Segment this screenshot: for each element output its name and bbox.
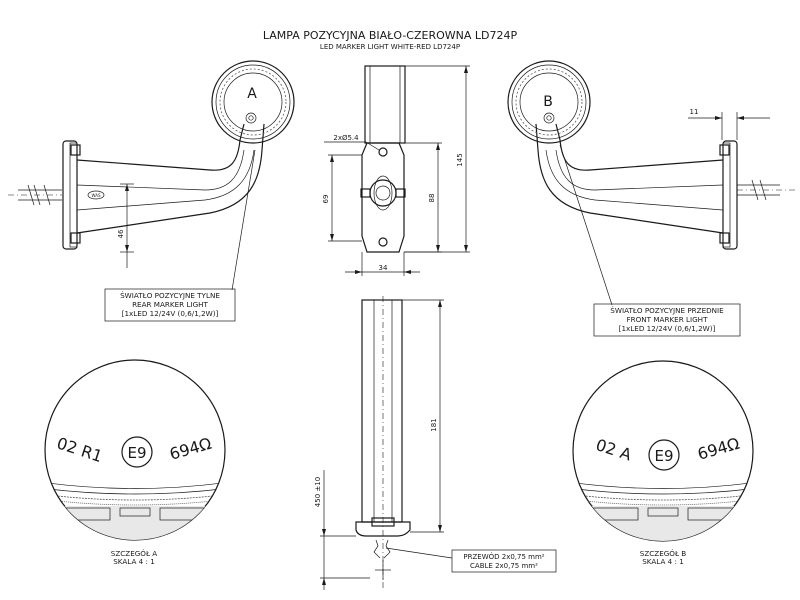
drawing-subtitle: LED MARKER LIGHT WHITE-RED LD724P [320,43,460,51]
detail-a: 02 R1 E9 694Ω SZCZEGÓŁ A SKALA 4 : 1 [44,359,226,566]
svg-text:PRZEWÓD 2x0,75 mm²: PRZEWÓD 2x0,75 mm² [463,552,544,561]
rear-light-view: A 46 WAŚ [8,60,295,291]
cable-label: PRZEWÓD 2x0,75 mm² CABLE 2x0,75 mm² [451,549,557,573]
front-light-label: ŚWIATŁO POZYCYJNE PRZEDNIE FRONT MARKER … [593,303,741,337]
svg-text:REAR MARKER LIGHT: REAR MARKER LIGHT [132,300,208,309]
center-side-view: 2xØ5.4 69 88 145 34 [322,65,470,276]
front-detail-letter: B [543,94,553,110]
detail-a-left-marking: 02 R1 [55,434,105,467]
lower-vertical-view: 181 450 ±10 [314,296,453,590]
detail-b-approval-mark: E9 [654,447,673,465]
dimension-34: 34 [379,264,388,272]
svg-text:FRONT MARKER LIGHT: FRONT MARKER LIGHT [627,315,709,324]
dimension-450: 450 ±10 [314,477,322,507]
svg-text:ŚWIATŁO POZYCYJNE PRZEDNIE: ŚWIATŁO POZYCYJNE PRZEDNIE [610,306,724,315]
detail-b: 02 A E9 694Ω SZCZEGÓŁ B SKALA 4 : 1 [572,360,754,566]
dimension-69: 69 [322,195,330,204]
dimension-88: 88 [428,194,436,203]
front-light-view: B 11 [507,60,795,306]
dimension-46: 46 [117,229,125,238]
svg-text:WAŚ: WAŚ [91,193,100,198]
dimension-181: 181 [430,418,438,431]
rear-light-label: ŚWIATŁO POZYCYJNE TYLNE REAR MARKER LIGH… [104,288,236,322]
svg-text:ŚWIATŁO POZYCYJNE TYLNE: ŚWIATŁO POZYCYJNE TYLNE [120,291,220,300]
detail-b-right-marking: 694Ω [695,434,741,464]
dimension-11: 11 [690,108,699,116]
dimension-145: 145 [456,153,464,166]
detail-b-left-marking: 02 A [593,435,634,464]
detail-a-right-marking: 694Ω [167,434,213,464]
detail-b-scale: SKALA 4 : 1 [642,557,684,566]
svg-text:CABLE 2x0,75 mm²: CABLE 2x0,75 mm² [470,562,538,570]
holes-callout: 2xØ5.4 [333,134,359,142]
detail-a-approval-mark: E9 [127,444,146,462]
detail-b-caption: SZCZEGÓŁ B [640,549,687,558]
svg-text:[1xLED 12/24V (0,6/1,2W)]: [1xLED 12/24V (0,6/1,2W)] [619,324,716,333]
rear-detail-letter: A [247,86,257,102]
drawing-title: LAMPA POZYCYJNA BIAŁO-CZEROWNA LD724P [263,29,518,42]
svg-text:[1xLED 12/24V (0,6/1,2W)]: [1xLED 12/24V (0,6/1,2W)] [122,309,219,318]
detail-a-caption: SZCZEGÓŁ A [111,549,158,558]
detail-a-scale: SKALA 4 : 1 [113,557,155,566]
